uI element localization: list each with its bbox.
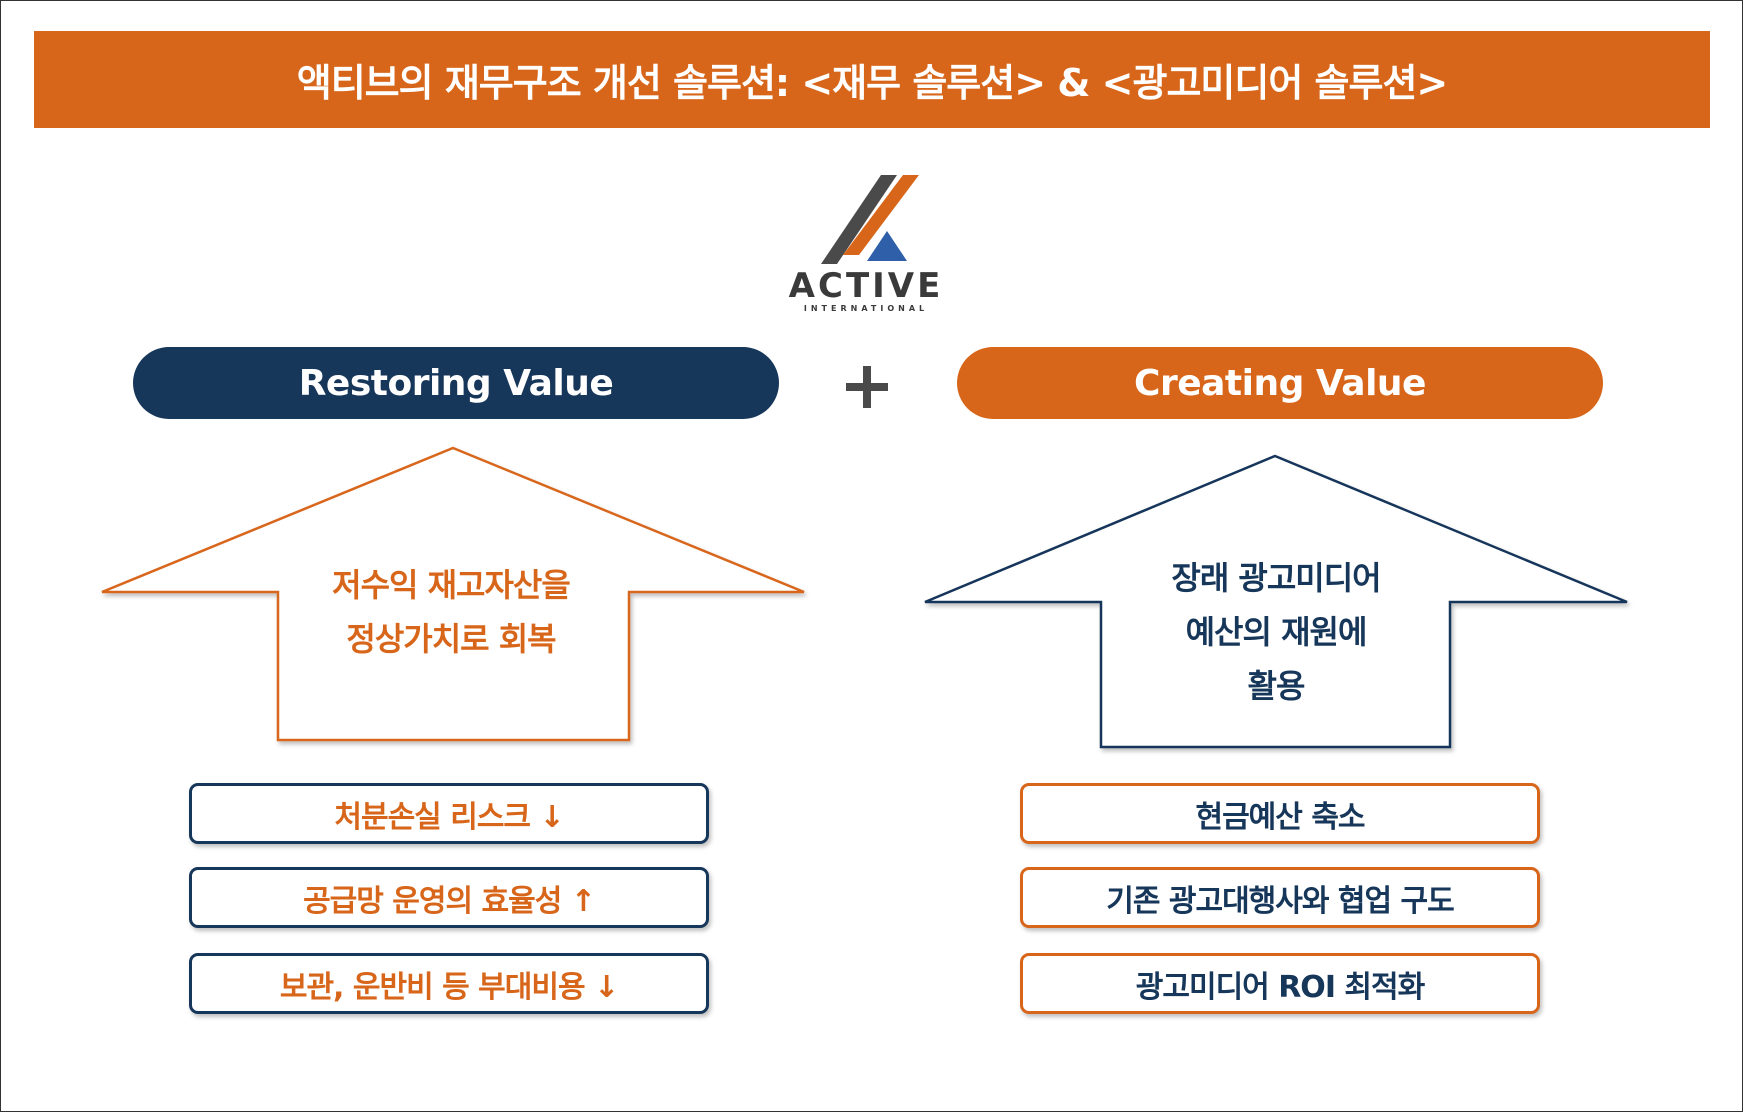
left-up-arrow	[101, 446, 805, 742]
left-box-disposal-risk: 처분손실 리스크 ↓	[189, 783, 709, 844]
left-arrow-line: 정상가치로 회복	[346, 620, 556, 658]
right-box-cash-budget: 현금예산 축소	[1020, 783, 1540, 844]
logo-subtitle: INTERNATIONAL	[803, 304, 929, 313]
left-arrow-text: 저수익 재고자산을 정상가치로 회복	[291, 558, 611, 666]
right-box-roi: 광고미디어 ROI 최적화	[1020, 953, 1540, 1014]
right-arrow-line: 장래 광고미디어	[1171, 559, 1381, 597]
right-box-agency-collab: 기존 광고대행사와 협업 구도	[1020, 867, 1540, 928]
right-up-arrow	[924, 454, 1628, 749]
page-title: 액티브의 재무구조 개선 솔루션: <재무 솔루션> & <광고미디어 솔루션>	[34, 31, 1710, 128]
left-box-supply-efficiency: 공급망 운영의 효율성 ↑	[189, 867, 709, 928]
left-arrow-line: 저수익 재고자산을	[332, 566, 571, 604]
active-logo-icon	[821, 175, 919, 264]
right-arrow-line: 예산의 재원에	[1185, 613, 1368, 651]
right-arrow-text: 장래 광고미디어 예산의 재원에 활용	[1116, 551, 1436, 713]
creating-value-pill: Creating Value	[957, 347, 1603, 419]
plus-icon	[846, 366, 888, 408]
right-arrow-line: 활용	[1247, 667, 1306, 705]
restoring-value-pill: Restoring Value	[133, 347, 779, 419]
logo-wordmark: ACTIVE	[788, 266, 944, 306]
left-box-ancillary-costs: 보관, 운반비 등 부대비용 ↓	[189, 953, 709, 1014]
